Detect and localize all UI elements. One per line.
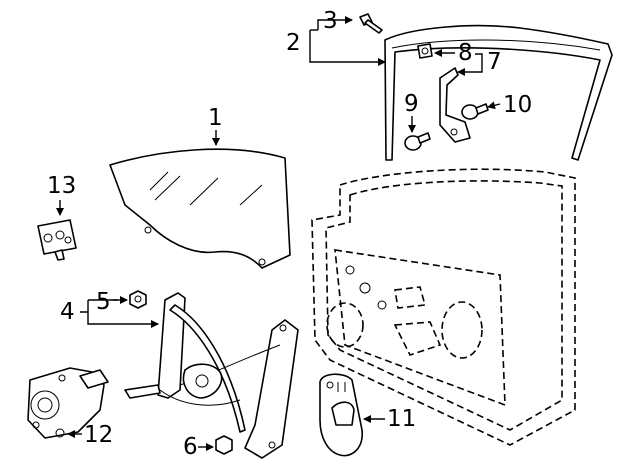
- window-motor: [27, 367, 109, 439]
- clip: [417, 43, 433, 59]
- nut-6: [215, 435, 233, 455]
- callout-5: 5: [96, 289, 111, 315]
- leader-2: [309, 30, 386, 66]
- control-module: [37, 219, 77, 261]
- window-regulator: [124, 292, 299, 459]
- push-pin: [404, 132, 431, 151]
- screw: [359, 13, 383, 34]
- callout-10: 10: [503, 92, 533, 118]
- door-glass: [109, 148, 291, 269]
- window-channel: [384, 24, 613, 161]
- callout-8: 8: [458, 40, 473, 66]
- callout-4: 4: [60, 299, 75, 325]
- callout-2: 2: [286, 30, 301, 56]
- callout-9: 9: [404, 91, 419, 117]
- bolt: [461, 103, 489, 120]
- door-shell: [311, 168, 576, 446]
- guide-bracket: [439, 67, 471, 143]
- callout-7: 7: [487, 49, 502, 75]
- callout-12: 12: [84, 422, 114, 448]
- leader-3: [317, 16, 353, 30]
- callout-3: 3: [323, 8, 338, 34]
- callout-1: 1: [208, 105, 223, 131]
- nut-5: [129, 290, 147, 309]
- callout-13: 13: [47, 173, 77, 199]
- leader-4: [80, 311, 159, 328]
- handle-housing: [319, 373, 363, 457]
- callout-11: 11: [387, 406, 417, 432]
- leader-10: [487, 101, 501, 110]
- leader-7: [457, 53, 483, 76]
- callout-6: 6: [183, 434, 198, 460]
